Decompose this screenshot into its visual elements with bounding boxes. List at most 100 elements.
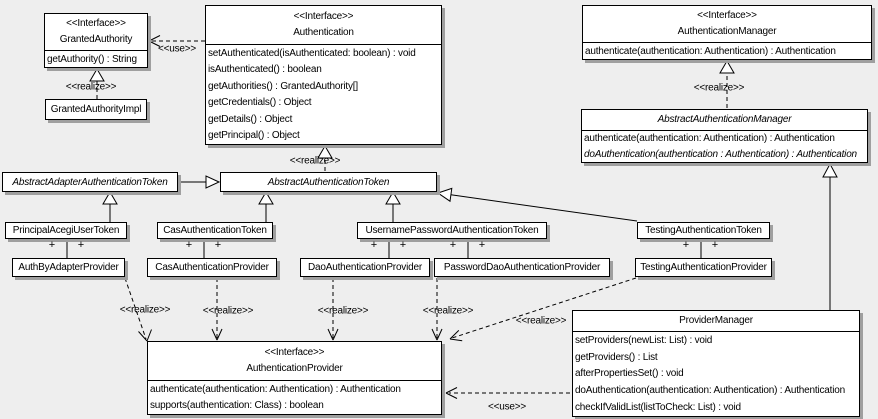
method-item: getAuthority() : String <box>47 53 137 65</box>
class-name: AbstractAdapterAuthenticationToken <box>12 176 168 188</box>
method-item: doAuthentication(authentication: Authent… <box>575 385 845 397</box>
association-end-label: + <box>682 239 690 251</box>
triangle-usernamepassword-token <box>385 191 401 205</box>
class-name: Authentication <box>293 27 354 38</box>
edge-label-realize-authbyadapter: <<realize>> <box>119 304 171 316</box>
class-authentication: <<Interface>> Authentication setAuthenti… <box>205 5 442 145</box>
method-item: checkIfValidList(listToCheck: List) : vo… <box>575 402 741 414</box>
edge-label-realize-testing-provider: <<realize>> <box>515 315 567 327</box>
method-item: getProviders() : List <box>575 351 658 363</box>
class-name: TestingAuthenticationToken <box>645 225 762 236</box>
association-end-label: + <box>711 239 719 251</box>
association-end-label: + <box>449 239 457 251</box>
class-auth-by-adapter-provider: AuthByAdapterProvider <box>12 258 125 277</box>
association-end-label: + <box>399 239 407 251</box>
class-name: AbstractAuthenticationToken <box>267 176 390 188</box>
method-item: authenticate(authentication: Authenticat… <box>150 383 401 395</box>
class-name: TestingAuthenticationProvider <box>640 262 767 273</box>
method-item: setAuthenticated(isAuthenticated: boolea… <box>208 47 416 59</box>
association-end-label: + <box>370 239 378 251</box>
class-abstract-authentication-token: AbstractAuthenticationToken <box>220 172 437 192</box>
class-cas-authentication-token: CasAuthenticationToken <box>157 222 273 239</box>
arrowhead-realize-authbyadapter <box>138 329 152 342</box>
diagonal-solid-connectors <box>450 194 638 222</box>
method-item: getCredentials() : Object <box>208 97 312 109</box>
class-name: CasAuthenticationProvider <box>155 262 269 273</box>
edge-label-use-provider-manager: <<use>> <box>487 401 527 413</box>
edge-label-realize-passworddao-provider: <<realize>> <box>422 305 474 317</box>
association-end-label: + <box>77 239 85 251</box>
edge-label-use-granted-authority: <<use>> <box>157 43 197 55</box>
association-end-label: + <box>478 239 486 251</box>
class-granted-authority-impl: GrantedAuthorityImpl <box>45 99 147 120</box>
class-password-dao-authentication-provider: PasswordDaoAuthenticationProvider <box>434 258 610 277</box>
association-end-label: + <box>48 239 56 251</box>
method-item: authenticate(authentication: Authenticat… <box>584 133 835 145</box>
class-name: AbstractAuthenticationManager <box>657 114 792 125</box>
arrowhead-realize-passworddao-provider <box>431 328 443 341</box>
edge-label-realize-authentication: <<realize>> <box>289 155 341 167</box>
dashed-connectors <box>96 40 728 394</box>
class-granted-authority: <<Interface>> GrantedAuthority getAuthor… <box>44 13 148 68</box>
triangle-realize-granted-authority <box>89 68 105 82</box>
arrowhead-realize-testing-provider <box>449 330 463 342</box>
open-arrowheads <box>138 35 463 399</box>
method-item: doAuthentication(authentication : Authen… <box>584 148 857 160</box>
method-item: isAuthenticated() : boolean <box>208 64 322 76</box>
class-authentication-manager: <<Interface>> AuthenticationManager auth… <box>582 5 872 60</box>
solid-connectors <box>66 177 831 310</box>
class-principal-acegi-user-token: PrincipalAcegiUserToken <box>5 222 127 239</box>
triangle-adapter-token <box>205 175 221 189</box>
hollow-triangle-arrowheads <box>89 60 838 205</box>
class-provider-manager: ProviderManager setProviders(newList: Li… <box>572 310 860 417</box>
class-username-password-authentication-token: UsernamePasswordAuthenticationToken <box>357 222 547 239</box>
class-authentication-provider: <<Interface>> AuthenticationProvider aut… <box>147 341 442 415</box>
triangle-provider-manager <box>822 162 838 178</box>
association-end-label: + <box>185 239 193 251</box>
class-name: PasswordDaoAuthenticationProvider <box>443 262 601 273</box>
arrowhead-use-granted-authority <box>148 35 161 47</box>
association-end-label: + <box>214 239 222 251</box>
class-name: GrantedAuthorityImpl <box>50 104 142 115</box>
edge-label-realize-granted-authority: <<realize>> <box>65 81 117 93</box>
edge-realize-authbyadapter <box>124 277 147 340</box>
class-name: DaoAuthenticationProvider <box>308 262 422 273</box>
triangle-cas-token <box>258 191 274 205</box>
class-name: GrantedAuthority <box>59 34 133 45</box>
method-item: supports(authentication: Class) : boolea… <box>150 400 324 412</box>
arrowhead-use-provider-manager <box>445 387 458 399</box>
triangle-principal-token <box>102 191 118 205</box>
method-item: setProviders(newList: List) : void <box>575 334 713 346</box>
class-abstract-adapter-authentication-token: AbstractAdapterAuthenticationToken <box>2 172 178 192</box>
edge-realize-testing-provider <box>451 277 637 339</box>
method-item: afterPropertiesSet() : void <box>575 368 684 380</box>
stereotype-label: <<Interface>> <box>264 347 325 358</box>
class-name: ProviderManager <box>679 315 753 326</box>
class-name: PrincipalAcegiUserToken <box>12 225 120 236</box>
class-name: CasAuthenticationToken <box>163 225 267 236</box>
class-dao-authentication-provider: DaoAuthenticationProvider <box>300 258 430 277</box>
method-item: authenticate(authentication: Authenticat… <box>585 45 836 57</box>
class-name: AuthenticationManager <box>677 26 777 37</box>
stereotype-label: <<Interface>> <box>293 11 354 22</box>
arrowhead-realize-cas-provider <box>211 328 223 341</box>
triangle-testing-token <box>436 187 453 203</box>
edge-label-realize-dao-provider: <<realize>> <box>317 305 369 317</box>
method-item: getDetails() : Object <box>208 113 293 125</box>
class-cas-authentication-provider: CasAuthenticationProvider <box>147 258 277 277</box>
stereotype-label: <<Interface>> <box>66 18 126 29</box>
class-testing-authentication-provider: TestingAuthenticationProvider <box>635 258 772 277</box>
class-name: UsernamePasswordAuthenticationToken <box>365 225 539 236</box>
class-name: AuthByAdapterProvider <box>18 262 119 273</box>
class-testing-authentication-token: TestingAuthenticationToken <box>637 222 770 239</box>
arrowhead-realize-dao-provider <box>327 328 339 341</box>
edge-generalize-testing-token <box>450 194 638 222</box>
edge-label-realize-authentication-manager: <<realize>> <box>693 82 745 94</box>
triangle-realize-authentication-manager <box>719 60 735 74</box>
triangle-realize-authentication <box>317 145 333 159</box>
method-item: getPrincipal() : Object <box>208 130 300 142</box>
method-item: getAuthorities() : GrantedAuthority[] <box>208 80 358 92</box>
class-name: AuthenticationProvider <box>246 363 343 374</box>
